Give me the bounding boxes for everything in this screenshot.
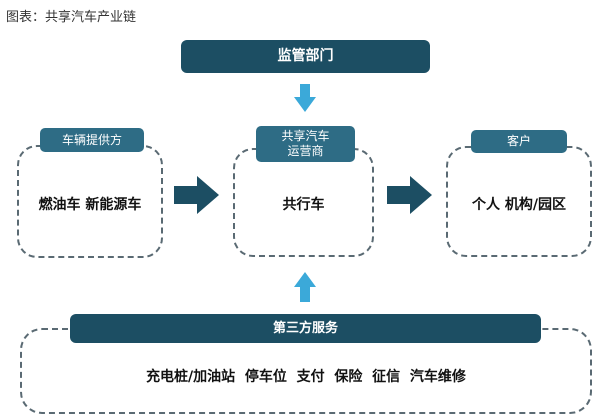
operator-tag-line1: 共享汽车 (281, 129, 330, 143)
down-arrow-icon (294, 84, 316, 112)
operator-content: 共行车 (282, 197, 325, 213)
regulator-label: 监管部门 (277, 48, 334, 65)
figure-caption: 图表：共享汽车产业链 (6, 10, 137, 25)
customer-content: 个人 机构/园区 (472, 197, 566, 213)
customer-tag: 客户 (471, 130, 567, 153)
vehicle-supplier-tag: 车辆提供方 (40, 128, 144, 152)
customer-tag-label: 客户 (506, 134, 531, 148)
third-party-header: 第三方服务 (70, 314, 541, 343)
right-arrow-icon (387, 176, 432, 214)
third-party-label: 第三方服务 (272, 320, 338, 336)
vehicle-supplier-content: 燃油车 新能源车 (38, 197, 142, 213)
third-party-content: 充电桩/加油站 停车位 支付 保险 征信 汽车维修 (146, 369, 466, 385)
vehicle-supplier-tag-label: 车辆提供方 (61, 132, 122, 147)
up-arrow-icon (294, 272, 316, 302)
operator-tag-line2: 运营商 (287, 144, 324, 158)
regulator-box: 监管部门 (181, 40, 430, 73)
operator-tag: 共享汽车 运营商 (256, 126, 355, 162)
right-arrow-icon (174, 176, 219, 214)
